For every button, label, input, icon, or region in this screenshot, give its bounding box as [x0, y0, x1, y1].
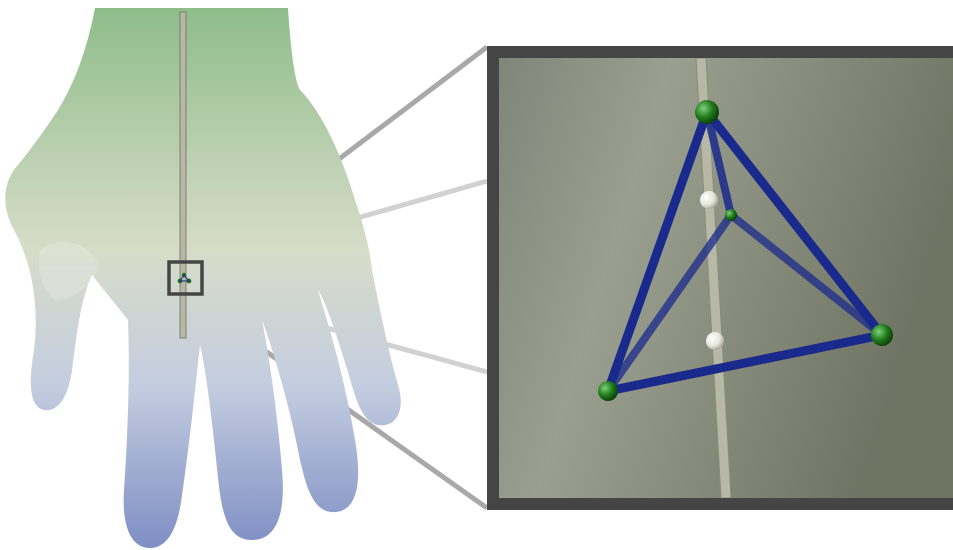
tetra-vertex-left — [598, 381, 618, 401]
tetra-vertex-right — [871, 324, 893, 346]
intersection-point-upper — [700, 191, 718, 209]
tetra-vertex-back — [725, 209, 737, 221]
intersection-point-lower — [706, 332, 724, 350]
tetra-vertex-top — [695, 100, 719, 124]
hand-rod — [180, 12, 186, 338]
